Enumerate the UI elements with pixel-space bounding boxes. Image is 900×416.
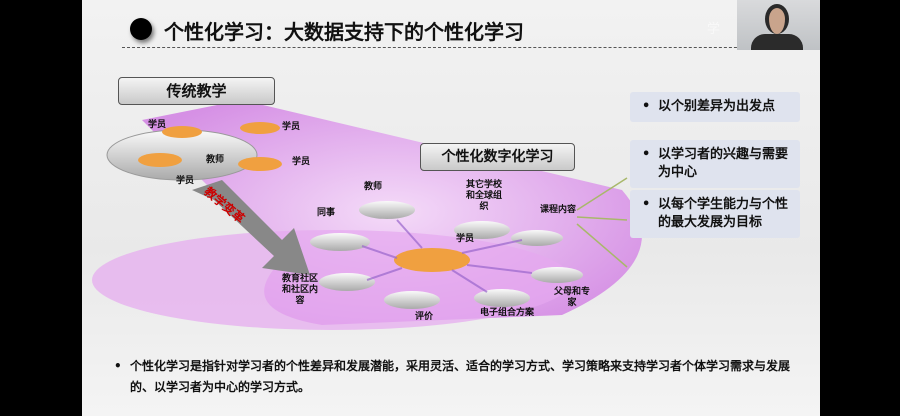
principle-item: 以个别差异为出发点 [630,92,800,122]
transition-arrow [192,180,310,275]
digital-learning-box: 个性化数字化学习 [420,143,575,171]
label-student: 学员 [148,120,167,130]
node-eportfolio: 电子组合方案 [480,308,535,318]
node-evaluation: 评价 [415,312,434,322]
diagram [92,100,642,330]
node-teacher: 教师 [364,182,383,192]
title-bullet-icon [130,18,152,40]
node-student: 学员 [456,234,475,244]
watermark: 学 [707,22,721,37]
principle-item: 以每个学生能力与个性的最大发展为目标 [630,190,800,238]
presenter-webcam: 学 [707,0,820,50]
node-peers: 同事 [317,208,336,218]
node-course: 课程内容 [540,205,577,215]
label-teacher: 教师 [206,155,225,165]
slide-title: 个性化学习：大数据支持下的个性化学习 [164,20,524,44]
traditional-teaching-box: 传统教学 [118,77,275,105]
principle-item: 以学习者的兴趣与需要为中心 [630,140,800,188]
summary-bullet: 个性化学习是指针对学习者的个性差异和发展潜能，采用灵活、适合的学习方式、学习策略… [112,356,812,398]
node-community: 教育社区和社区内容 [282,274,319,306]
title-divider [122,47,762,48]
node-other-schools: 其它学校和全球组织 [466,180,503,212]
label-student: 学员 [282,122,301,132]
node-parents: 父母和专家 [553,287,590,308]
label-student: 学员 [176,176,195,186]
slide: 个性化学习：大数据支持下的个性化学习 学 传统教学 学员 学员 学员 学员 [82,0,820,416]
label-student: 学员 [292,157,311,167]
